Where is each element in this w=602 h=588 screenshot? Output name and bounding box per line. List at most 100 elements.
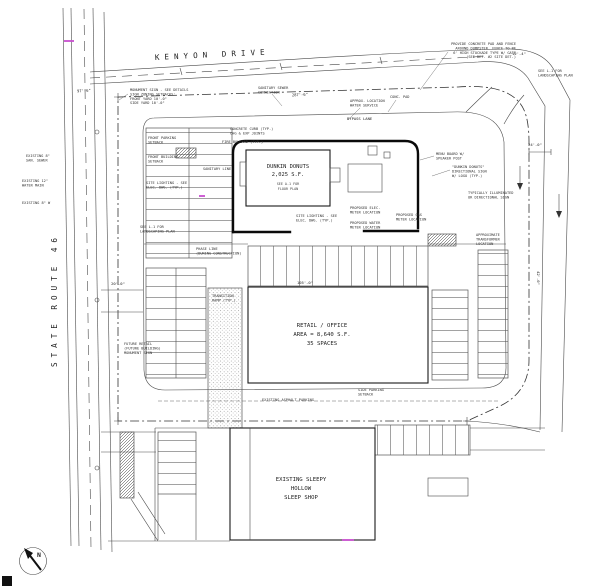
retail-label-line3: 35 SPACES	[307, 341, 337, 347]
dunkin-drive-thru-window	[329, 167, 341, 183]
flow-arrow-head	[517, 183, 523, 190]
annotation-fire-bollard: FIRE BOLLARD (TYP.)	[222, 140, 263, 144]
southwest-angled-curbs	[130, 491, 166, 542]
dunkin-vestibule	[239, 161, 247, 187]
dunkin-building	[239, 145, 391, 207]
leader-lines-layer	[118, 51, 451, 177]
dimension-drive-width: 24'-0"	[528, 142, 542, 147]
dimension-left-entry: 20'-0"	[111, 281, 125, 286]
sleep-shop-label-line1: EXISTING SLEEPY	[276, 477, 327, 483]
drive-thru-curb-bold	[231, 139, 420, 234]
leader-line-monument-sign	[118, 93, 129, 101]
utility-pole-icon	[94, 297, 100, 303]
survey-cross-marks	[114, 93, 471, 425]
flow-arrow-head	[556, 211, 562, 218]
parking-row-right	[431, 289, 469, 381]
dunkin-note-line1: SEE A-1 FOR	[277, 182, 300, 186]
sleep-shop-label-line2: HOLLOW	[291, 486, 312, 492]
utility-pole-icon	[94, 129, 100, 135]
annotation-menu-board: MENU BOARD W/SPEAKER POST	[436, 152, 464, 160]
speaker-post-pad	[383, 151, 391, 159]
annotation-conc-curb: CONCRETE CURB (TYP.)CHG & EXP JOINTS	[230, 127, 273, 135]
annotation-future-monument-sign: FUTURE RETAIL(FUTURE BUILDING)MONUMENT S…	[124, 342, 161, 355]
dimension-tick-line	[528, 149, 552, 155]
property-line	[117, 86, 530, 422]
street-label-kenyon: KENYON DRIVE	[155, 47, 270, 62]
north-arrow-circle	[19, 547, 47, 575]
bypass-lane-label: BYPASS LANE	[347, 116, 373, 121]
annotation-existing-parking: EXISTING ASPHALT PARKING	[262, 398, 314, 402]
roads	[62, 7, 571, 553]
leader-line-sanitary-conn	[271, 93, 283, 107]
parking-row-center	[247, 245, 429, 287]
annotation-sanitary-line: SANITARY LINE	[203, 167, 231, 171]
sleep-shop-label-line3: SLEEP SHOP	[284, 495, 318, 501]
kenyon-centerline	[89, 55, 491, 79]
sheet-corner-mark	[2, 576, 12, 586]
retail-label-line2: AREA = 8,640 S.F.	[293, 332, 350, 338]
main-labels: KENYON DRIVE STATE ROUTE 46 DUNKIN DONUT…	[50, 47, 373, 501]
annotation-phase-line: PHASE LINE(DURING CONSTRUCTION)	[196, 247, 241, 255]
property-boundary	[114, 86, 541, 433]
annotation-conc-pad: CONC. PAD	[390, 95, 409, 99]
leader-line-dd-directional-sign	[431, 169, 451, 177]
utility-pole-icon	[94, 465, 100, 471]
street-label-route46: STATE ROUTE 46	[50, 233, 59, 367]
route46-edge-line	[70, 7, 80, 547]
route46-edge-line	[103, 11, 113, 553]
sleep-shop-footprint	[229, 427, 376, 541]
parking-row-existing-east	[374, 424, 471, 456]
dunkin-note-line2: FLOOR PLAN	[278, 187, 298, 191]
sleep-shop-annex	[427, 477, 469, 497]
north-arrow: N	[2, 547, 47, 586]
sleep-shop-building	[229, 427, 469, 541]
leader-line-dumpster	[419, 51, 449, 91]
parking-row-southwest	[157, 431, 197, 495]
east-wing-lines	[470, 427, 545, 451]
drive-thru-canopy	[347, 163, 383, 193]
hatched-island	[427, 233, 457, 247]
retail-footprint	[247, 286, 429, 384]
dimension-frontage: 287'-6"	[292, 92, 308, 98]
inner-curb-loop	[142, 111, 507, 391]
leader-line-approx-water	[347, 107, 361, 121]
annotation-existing-san-sewer: EXISTING 8"SAN. SEWER	[26, 154, 50, 162]
dunkin-footprint	[245, 149, 331, 207]
annotation-existing-w: EXISTING 8" W	[22, 201, 51, 205]
retail-building	[247, 286, 429, 384]
route46-centerline	[83, 8, 92, 549]
kenyon-south-edge	[89, 61, 546, 431]
dunkin-area-label: 2,025 S.F.	[272, 172, 304, 178]
dimension-retail-width: 105'-0"	[297, 280, 313, 285]
leader-line-conc-pad	[387, 99, 397, 113]
property-corner-curve	[466, 420, 541, 433]
route46-edge-line	[92, 7, 102, 551]
hatched-strip-west	[119, 431, 135, 499]
dimension-corner: 97'-6"	[77, 88, 91, 94]
annotation-existing-water-main: EXISTING 12"WATER MAIN	[22, 179, 48, 187]
north-driveway	[465, 86, 525, 125]
hatched-island	[175, 147, 197, 159]
dunkin-name-label: DUNKIN DONUTS	[267, 164, 309, 170]
menu-board-pad	[367, 145, 378, 156]
annotation-proposed-elec: PROPOSED ELEC.METER LOCATION	[350, 206, 380, 214]
leader-line-menu-board	[419, 155, 435, 161]
west-driveway	[101, 289, 143, 313]
drive-thru-curb-bold	[231, 229, 420, 234]
